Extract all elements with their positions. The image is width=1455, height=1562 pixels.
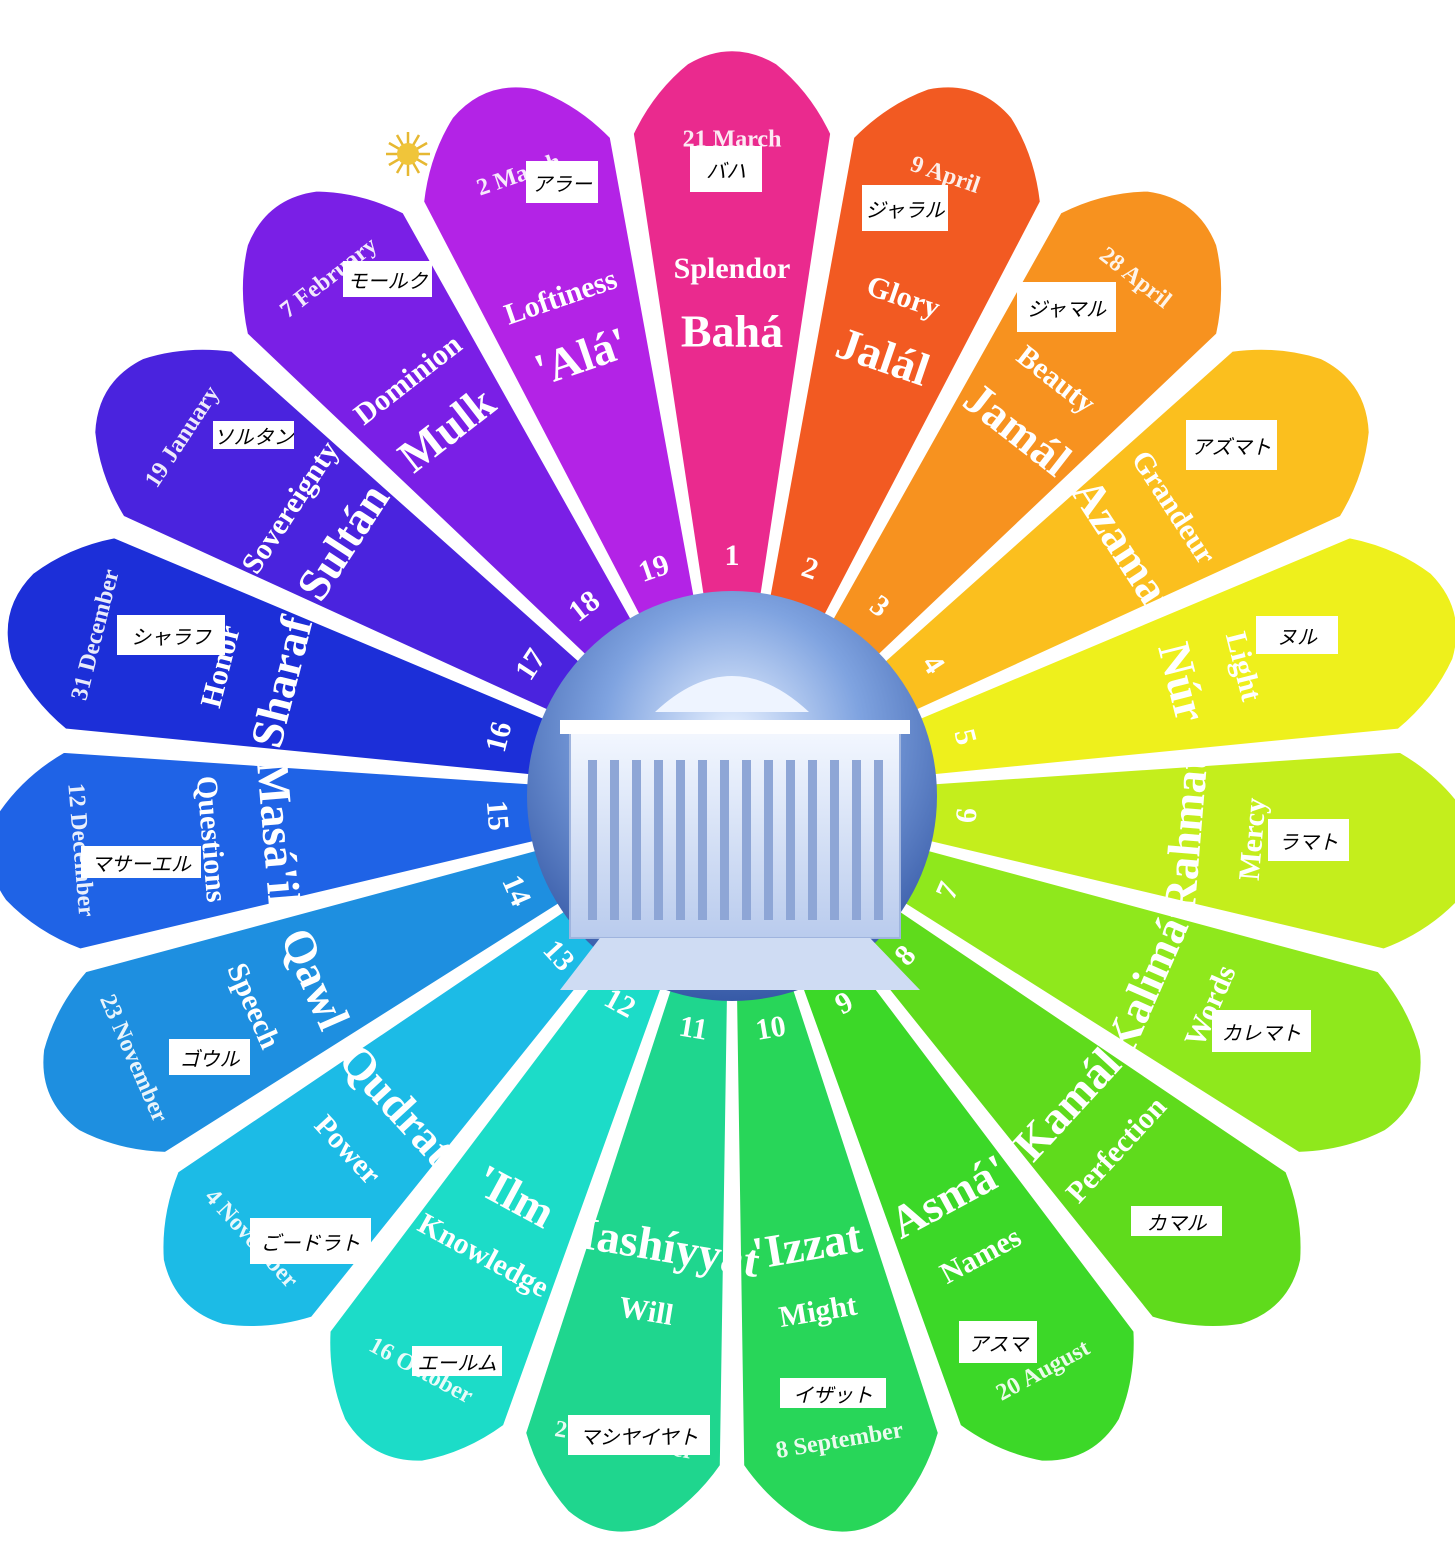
japanese-label-month-4: アズマト: [1186, 420, 1277, 470]
petal-shape: [629, 47, 835, 601]
month-meaning: Mercy: [1233, 797, 1273, 882]
petal-shape: [0, 748, 540, 953]
japanese-label-month-10: イザット: [780, 1378, 886, 1408]
month-number: 6: [950, 807, 984, 825]
petal-shape: [420, 83, 699, 621]
petal-shape: [326, 953, 667, 1465]
building-roof: [560, 720, 910, 734]
petal-shape: [238, 187, 637, 661]
building-dome: [655, 676, 809, 712]
building-colonnade: [588, 760, 883, 920]
japanese-label-month-17: ソルタン: [213, 421, 294, 449]
japanese-label-month-13: ごードラト: [250, 1218, 371, 1264]
petal-shape: [914, 534, 1455, 779]
japanese-label-month-5: ヌル: [1256, 616, 1338, 654]
petal-shape: [522, 984, 731, 1536]
japanese-label-month-2: ジャラル: [862, 185, 948, 231]
japanese-label-month-8: カマル: [1131, 1206, 1222, 1236]
japanese-label-month-11: マシヤイヤト: [568, 1415, 710, 1455]
petal-shape: [899, 846, 1425, 1156]
month-name: Masá'il: [247, 759, 310, 908]
japanese-label-month-18: モールク: [343, 261, 432, 297]
month-number: 1: [725, 539, 740, 572]
month-name: Bahá: [681, 306, 783, 357]
japanese-label-month-7: カレマト: [1212, 1010, 1311, 1052]
month-meaning: Splendor: [674, 252, 791, 285]
petal-shape: [765, 83, 1044, 621]
building-body: [569, 727, 901, 939]
petal-shape: [827, 187, 1226, 661]
month-number: 15: [480, 799, 515, 832]
japanese-label-month-16: シャラフ: [117, 615, 225, 655]
sun-ornament-icon: [386, 132, 430, 176]
center-building-image: [527, 591, 937, 1001]
petal-shape: [39, 846, 565, 1156]
japanese-label-month-19: アラー: [526, 161, 598, 203]
petal-shape: [797, 953, 1138, 1465]
japanese-label-month-1: バハ: [690, 146, 762, 192]
japanese-label-month-6: ラマト: [1268, 819, 1349, 861]
japanese-label-month-12: エールム: [412, 1346, 502, 1376]
building-stairs: [560, 938, 920, 990]
japanese-label-month-14: ゴウル: [169, 1039, 250, 1075]
japanese-label-month-15: マサーエル: [81, 846, 201, 878]
petal-shape: [924, 748, 1455, 953]
japanese-label-month-9: アスマ: [959, 1321, 1037, 1363]
month-number: 11: [677, 1010, 710, 1047]
petal-shape: [3, 534, 550, 779]
japanese-label-month-3: ジャマル: [1017, 282, 1116, 332]
month-number: 10: [753, 1009, 788, 1046]
